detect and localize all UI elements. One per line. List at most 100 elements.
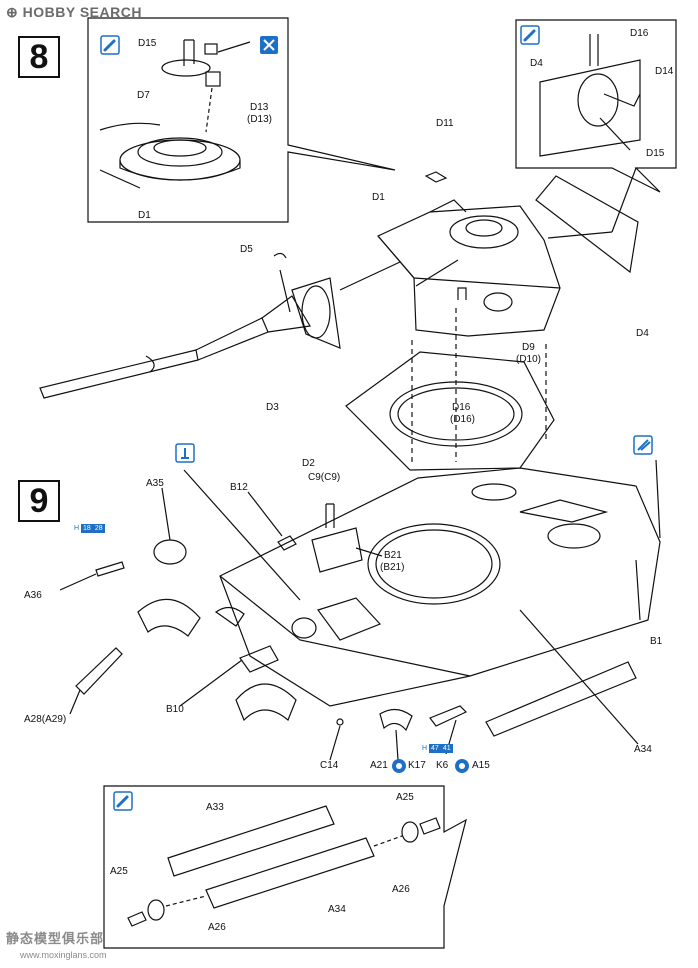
part-label: (D13) [247, 114, 273, 125]
right-inset-pointer [611, 167, 637, 233]
part-label: D1 [138, 210, 151, 221]
step9-inset-frame [103, 785, 467, 949]
front-armor-plate [235, 683, 297, 722]
paint-icon-leader [655, 459, 661, 539]
marker-icon-k17 [392, 759, 406, 773]
part-label: (B21) [380, 562, 405, 573]
d7-hatch-cover [161, 59, 211, 77]
paint-icon [633, 435, 653, 455]
part-label: C9(C9) [308, 472, 341, 483]
part-label: D3 [266, 402, 279, 413]
barrel-guide [339, 261, 401, 291]
turret-edge-line [99, 169, 141, 189]
part-label: A26 [208, 922, 226, 933]
part-label: A25 [110, 866, 128, 877]
a26-bracket-left [147, 899, 165, 921]
glue-icon-inset [113, 791, 133, 811]
step8-right-inset-frame [515, 19, 677, 193]
hull-turret-ring [367, 523, 501, 605]
marker-icon-k6 [455, 759, 469, 773]
site-watermark: 静态模型俱乐部 [6, 931, 105, 946]
hobby-search-watermark: ⊕ HOBBY SEARCH [6, 4, 142, 21]
part-label: D15 [646, 148, 665, 159]
a15-tool [429, 705, 468, 727]
hatch-ring-inner [137, 137, 223, 167]
hull-front-hatch [317, 597, 382, 641]
part-label: D4 [636, 328, 649, 339]
turret-roof-line [99, 122, 161, 131]
d13-guide-line [205, 87, 213, 133]
part-label: D16 [452, 402, 471, 413]
a25-clamp-left [127, 911, 147, 927]
inset-guide-right [373, 835, 403, 847]
turret-wall-panel [539, 59, 641, 157]
a36-leader [59, 573, 97, 591]
d2-turret-plate [345, 351, 555, 471]
a28-part [75, 647, 123, 695]
c14-leader [329, 725, 341, 761]
d13-part-upper [204, 43, 218, 55]
d4-guide [547, 231, 613, 239]
d9-periscope [483, 292, 513, 312]
hatch-ring-side [119, 160, 241, 181]
b12-part [277, 535, 297, 551]
b21-leader [355, 547, 383, 557]
part-label: B1 [650, 636, 663, 647]
part-label: D4 [530, 58, 543, 69]
glue-icon-right [520, 25, 540, 45]
d11-part [424, 171, 448, 183]
part-label: D16 [630, 28, 649, 39]
hull-body [219, 467, 661, 707]
track-guard [214, 606, 245, 627]
site-url: www.moxinglans.com [20, 950, 107, 960]
d4-side-panel [535, 175, 639, 274]
part-label: D15 [138, 38, 157, 49]
part-label: D2 [302, 458, 315, 469]
a34-track-tool [485, 661, 637, 737]
part-label: K6 [436, 760, 449, 771]
a28-leader [69, 689, 81, 715]
part-label: D14 [655, 66, 674, 77]
mantlet-bracket [415, 259, 459, 287]
d16-rod [589, 34, 599, 66]
remove-part-icon [260, 36, 278, 54]
a25-clamp-right [419, 817, 441, 835]
a35-leader [161, 487, 171, 541]
turret-body [377, 205, 561, 337]
brand-text: HOBBY SEARCH [22, 4, 142, 20]
a34-tool [205, 837, 375, 909]
d3-gun-mantlet [291, 277, 341, 349]
c9-handle [325, 503, 335, 528]
d13-part [205, 71, 221, 87]
mantlet-face [301, 285, 331, 339]
barrel-break-mark [145, 355, 155, 373]
d5-part [273, 252, 287, 259]
step-number-9: 9 [18, 480, 60, 522]
muzzle-tip [279, 269, 291, 313]
d2-turret-ring-inner [397, 387, 515, 441]
a35-headlight [153, 539, 187, 565]
part-label: A35 [146, 478, 164, 489]
hatch-opening [153, 139, 207, 157]
d15-arm [599, 117, 631, 151]
part-label: A34 [634, 744, 652, 755]
part-label: A28(A29) [24, 714, 67, 725]
glue-icon [100, 35, 120, 55]
a26-bracket-right [401, 821, 419, 843]
b10-part [239, 645, 279, 673]
b12-leader [247, 491, 283, 537]
d14-bracket [603, 93, 641, 107]
part-label: D5 [240, 244, 253, 255]
part-label: A26 [392, 884, 410, 895]
part-label: D7 [137, 90, 150, 101]
a36-part [95, 561, 125, 577]
part-label: K17 [408, 760, 426, 771]
engine-deck-grille [471, 483, 517, 501]
a33-tool [167, 805, 335, 877]
d13-pointer [217, 41, 251, 53]
c14-part [336, 718, 344, 726]
gun-barrel-tube [39, 349, 199, 399]
